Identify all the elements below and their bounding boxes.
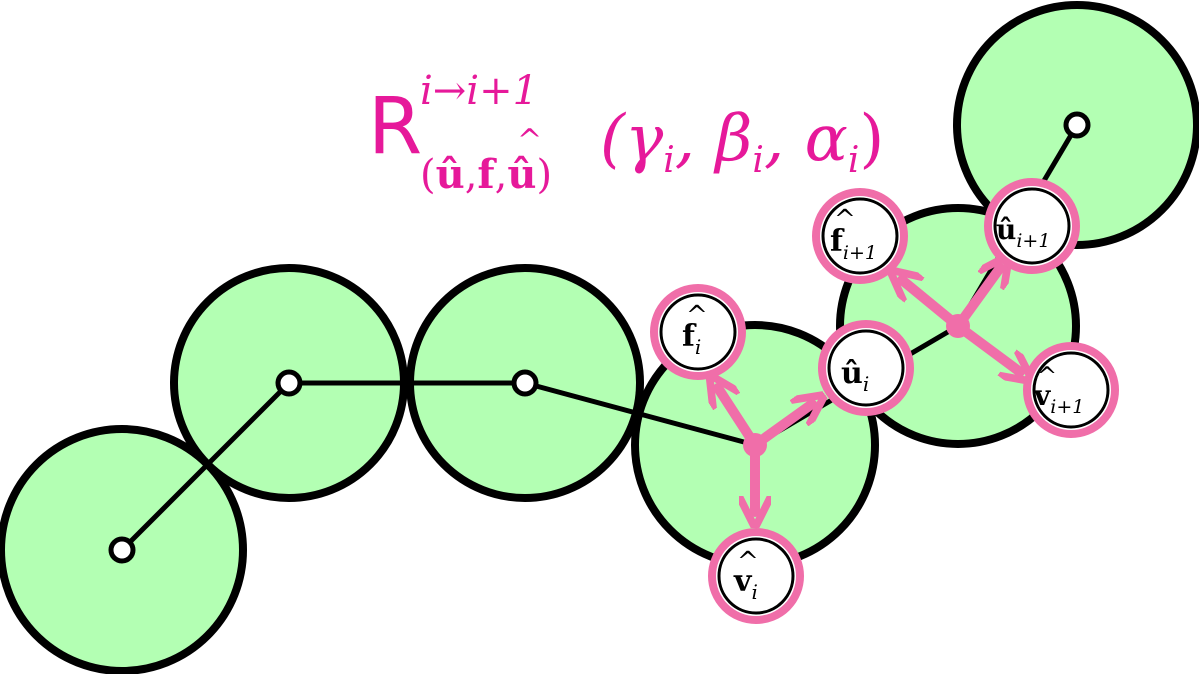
bubble-f-i: fi ^ xyxy=(650,284,746,380)
center-1 xyxy=(108,536,136,564)
center-3 xyxy=(511,369,539,397)
bubble-v-i: vi ^ xyxy=(708,528,804,624)
bubble-u-i: ûi xyxy=(818,320,914,416)
v-i-hat: ^ xyxy=(737,547,759,577)
v-i1-hat: ^ xyxy=(1037,362,1057,390)
rotation-label: R i→i+1 (û,f,û) ^ (γi, βi, αi) xyxy=(368,68,884,198)
f-i-hat: ^ xyxy=(686,301,708,331)
rotation-subscript: (û,f,û) xyxy=(420,151,552,198)
center-2 xyxy=(275,369,303,397)
frame-i1-f-arrow xyxy=(902,280,963,331)
bubble-u-i1: ûi+1 xyxy=(984,178,1080,274)
u-i1-label: ûi+1 xyxy=(996,213,1050,252)
bubble-f-i1: fi+1 ^ xyxy=(812,188,908,284)
bond-3-4 xyxy=(524,380,756,448)
rotation-superscript: i→i+1 xyxy=(420,68,538,114)
frame-i1-v-arrow xyxy=(953,321,1020,372)
centers xyxy=(108,111,1091,564)
f-i-label: fi xyxy=(682,319,701,359)
rotation-subscript-f: f xyxy=(477,151,497,198)
f-i1-hat: ^ xyxy=(834,205,856,235)
bubble-v-i1: vi+1 ^ xyxy=(1023,342,1119,438)
v-i-label: vi xyxy=(733,564,758,604)
rotation-op: R xyxy=(368,82,422,172)
f-i1-label: fi+1 xyxy=(830,224,877,264)
center-6 xyxy=(1063,111,1091,139)
label-bubbles: fi ^ ûi vi ^ fi+1 ^ xyxy=(650,178,1119,624)
rotation-arguments: (γi, βi, αi) xyxy=(600,102,884,181)
frame-i-origin xyxy=(743,433,767,457)
frame-i1-origin xyxy=(946,314,970,338)
u-i-label: ûi xyxy=(841,356,869,396)
rotation-subscript-f-hat: ^ xyxy=(517,123,542,158)
v-i1-label: vi+1 xyxy=(1033,379,1084,418)
bond-1-2 xyxy=(120,381,291,552)
